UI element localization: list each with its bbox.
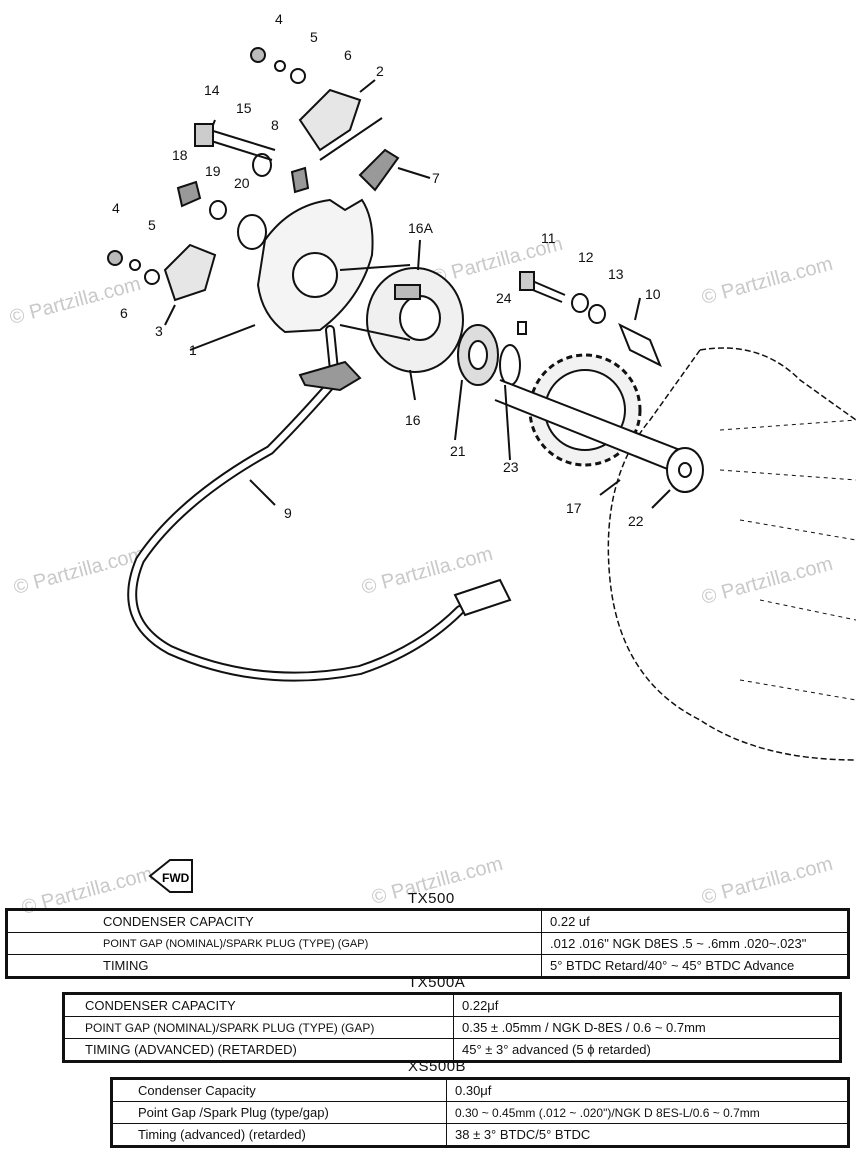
callout-10: 10	[645, 286, 661, 302]
spec-label: POINT GAP (NOMINAL)/SPARK PLUG (TYPE) (G…	[63, 1016, 454, 1039]
condenser-8	[290, 166, 310, 194]
spec-label: Condenser Capacity	[111, 1078, 447, 1102]
spec-value: .012 .016" NGK D8ES .5 ~ .6mm .020~.023"	[541, 932, 849, 955]
spec-value: 0.30 ~ 0.45mm (.012 ~ .020")/NGK D 8ES-L…	[446, 1101, 849, 1124]
nut-18	[176, 180, 202, 208]
bolt-14	[207, 129, 276, 161]
callout-19: 19	[205, 163, 221, 179]
spec-value: 0.30μf	[446, 1078, 849, 1102]
callout-15: 15	[236, 100, 252, 116]
callout-9: 9	[284, 505, 292, 521]
clip-10	[618, 322, 662, 368]
forward-arrow-icon: FWD	[148, 859, 193, 893]
spec-title-tx500a: TX500A	[408, 974, 466, 991]
spec-table-tx500a: CONDENSER CAPACITY 0.22μf POINT GAP (NOM…	[62, 992, 842, 1063]
callout-7: 7	[432, 170, 440, 186]
spec-value: 38 ± 3° BTDC/5° BTDC	[446, 1123, 849, 1147]
table-row: CONDENSER CAPACITY 0.22μf	[63, 993, 841, 1017]
spec-label: CONDENSER CAPACITY	[6, 909, 542, 933]
callout-2: 2	[376, 63, 384, 79]
table-row: POINT GAP (NOMINAL)/SPARK PLUG (TYPE) (G…	[6, 932, 849, 955]
spec-table-xs500b: Condenser Capacity 0.30μf Point Gap /Spa…	[110, 1077, 850, 1148]
wire-harness	[127, 325, 465, 682]
table-row: CONDENSER CAPACITY 0.22 uf	[6, 909, 849, 933]
callout-23: 23	[503, 459, 519, 475]
callout-8: 8	[271, 117, 279, 133]
callout-22: 22	[628, 513, 644, 529]
condenser-7	[358, 148, 400, 192]
spec-value: 45° ± 3° advanced (5 ϕ retarded)	[453, 1038, 841, 1062]
callout-6: 6	[344, 47, 352, 63]
callout-4: 4	[275, 11, 283, 27]
table-row: TIMING (ADVANCED) (RETARDED) 45° ± 3° ad…	[63, 1038, 841, 1062]
callout-24: 24	[496, 290, 512, 306]
spec-title-tx500: TX500	[408, 890, 455, 907]
engine-case	[607, 347, 856, 761]
spec-label: POINT GAP (NOMINAL)/SPARK PLUG (TYPE) (G…	[6, 932, 542, 955]
spec-value: 0.35 ± .05mm / NGK D-8ES / 0.6 ~ 0.7mm	[453, 1016, 841, 1039]
table-row: TIMING 5° BTDC Retard/40° ~ 45° BTDC Adv…	[6, 954, 849, 978]
fwd-label: FWD	[162, 871, 190, 885]
callout-18: 18	[172, 147, 188, 163]
callout-16a: 16A	[408, 220, 434, 236]
spec-value: 5° BTDC Retard/40° ~ 45° BTDC Advance	[541, 954, 849, 978]
spec-label: Point Gap /Spark Plug (type/gap)	[111, 1101, 447, 1124]
callout-4: 4	[112, 200, 120, 216]
connector	[453, 578, 512, 617]
contact-point-3	[163, 243, 217, 302]
exploded-parts-diagram: 1 2 3 4 4 5 5 6 6 7 8 9 10 11 12 13 14 1…	[107, 11, 856, 761]
table-row: POINT GAP (NOMINAL)/SPARK PLUG (TYPE) (G…	[63, 1016, 841, 1039]
spec-label: TIMING (ADVANCED) (RETARDED)	[63, 1038, 454, 1062]
callout-13: 13	[608, 266, 624, 282]
table-row: Timing (advanced) (retarded) 38 ± 3° BTD…	[111, 1123, 849, 1147]
washer-23	[499, 344, 521, 386]
spec-value: 0.22μf	[453, 993, 841, 1017]
callout-17: 17	[566, 500, 582, 516]
callout-11: 11	[541, 230, 556, 246]
callout-16: 16	[405, 412, 421, 428]
grommet	[298, 360, 362, 392]
spec-title-xs500b: XS500B	[408, 1058, 467, 1075]
callout-1: 1	[189, 342, 197, 358]
spec-label: TIMING	[6, 954, 542, 978]
spec-table-tx500: CONDENSER CAPACITY 0.22 uf POINT GAP (NO…	[5, 908, 850, 979]
callout-21: 21	[450, 443, 466, 459]
spec-label: Timing (advanced) (retarded)	[111, 1123, 447, 1147]
callout-5: 5	[310, 29, 318, 45]
table-row: Point Gap /Spark Plug (type/gap) 0.30 ~ …	[111, 1101, 849, 1124]
callout-14: 14	[204, 82, 220, 98]
contact-point-2	[298, 88, 362, 152]
table-row: Condenser Capacity 0.30μf	[111, 1078, 849, 1102]
spec-label: CONDENSER CAPACITY	[63, 993, 454, 1017]
spec-value: 0.22 uf	[541, 909, 849, 933]
callout-3: 3	[155, 323, 163, 339]
callout-20: 20	[234, 175, 250, 191]
callout-6: 6	[120, 305, 128, 321]
watermark-text: © Partzilla.com	[699, 852, 836, 910]
callout-12: 12	[578, 249, 594, 265]
callout-5: 5	[148, 217, 156, 233]
